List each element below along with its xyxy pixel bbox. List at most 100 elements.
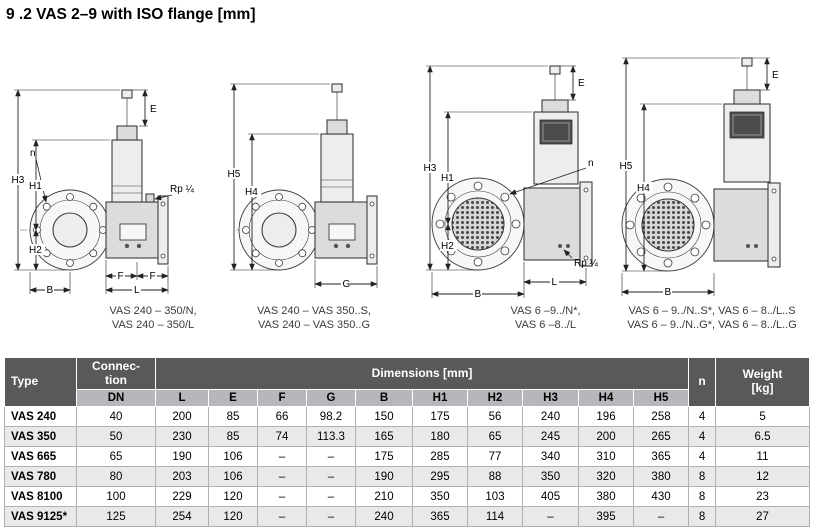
dim-label-e: E bbox=[578, 78, 585, 89]
cell-type: VAS 8100 bbox=[4, 486, 77, 507]
valve-graphic bbox=[431, 65, 593, 271]
subheader-e: E bbox=[208, 389, 258, 407]
dim-label-h3: H3 bbox=[12, 175, 25, 186]
valve-drawing-1: E n H3 H1 H2 Rp ¼ F F L B bbox=[10, 89, 195, 296]
cell-h3: 240 bbox=[522, 406, 579, 427]
cell-e: 85 bbox=[208, 426, 258, 447]
cell-n: 4 bbox=[688, 426, 717, 447]
subheader-g: G bbox=[306, 389, 356, 407]
cell-g: – bbox=[306, 446, 356, 467]
dim-label-h4: H4 bbox=[245, 187, 258, 198]
cell-dn: 65 bbox=[76, 446, 156, 467]
cell-type: VAS 665 bbox=[4, 446, 77, 467]
cell-f: – bbox=[257, 446, 307, 467]
table-header-row: Type Connec- tion Dimensions [mm] n Weig… bbox=[4, 357, 811, 407]
dim-label-b: B bbox=[475, 289, 482, 300]
subheader-h4: H4 bbox=[578, 389, 634, 407]
dimension-lines: H5 H4 G bbox=[226, 83, 378, 290]
header-dimensions: Dimensions [mm] bbox=[154, 357, 690, 390]
dimension-lines: E n H3 H1 H2 Rp ¼ L B bbox=[422, 65, 599, 300]
cell-b: 240 bbox=[355, 506, 413, 527]
caption-line: VAS 240 – 350/N, bbox=[109, 305, 197, 317]
table-row: VAS 780 80 203 106 – – 190 295 88 350 32… bbox=[4, 466, 811, 487]
dim-label-h1: H1 bbox=[441, 173, 454, 184]
cell-h4: 310 bbox=[578, 446, 634, 467]
dim-label-rp: Rp ¼ bbox=[574, 257, 599, 269]
cell-g: – bbox=[306, 506, 356, 527]
cell-h2: 103 bbox=[467, 486, 523, 507]
cell-type: VAS 9125* bbox=[4, 506, 77, 527]
dim-label-h5: H5 bbox=[620, 161, 633, 172]
figures-strip: E n H3 H1 H2 Rp ¼ F F L B VAS 240 – 350/… bbox=[0, 40, 813, 352]
cell-l: 190 bbox=[155, 446, 209, 467]
valve-graphic bbox=[20, 89, 169, 271]
cell-n: 8 bbox=[688, 466, 717, 487]
subheader-h5: H5 bbox=[632, 389, 690, 407]
cell-h4: 395 bbox=[578, 506, 634, 527]
subheader-b: B bbox=[355, 389, 413, 407]
cell-f: – bbox=[257, 466, 307, 487]
dim-label-e: E bbox=[772, 70, 779, 81]
cell-h2: 114 bbox=[467, 506, 523, 527]
table-row: VAS 240 40 200 85 66 98.2 150 175 56 240… bbox=[4, 406, 811, 427]
cell-e: 120 bbox=[208, 486, 258, 507]
caption-line: VAS 6 – 9../N..G*, VAS 6 – 8../L..G bbox=[627, 319, 797, 332]
page-title: 9 .2 VAS 2–9 with ISO flange [mm] bbox=[6, 6, 256, 23]
cell-h5: – bbox=[632, 506, 690, 527]
figure-vas6-9-nl: E n H3 H1 H2 Rp ¼ L B VAS 6 –9../N*, VAS… bbox=[420, 40, 615, 333]
dim-label-f1: F bbox=[118, 271, 124, 282]
cell-l: 203 bbox=[155, 466, 209, 487]
dim-label-n: n bbox=[30, 148, 36, 159]
dim-label-h4: H4 bbox=[637, 183, 650, 194]
cell-h5: 265 bbox=[632, 426, 690, 447]
cell-e: 106 bbox=[208, 446, 258, 467]
cell-h2: 65 bbox=[467, 426, 523, 447]
cell-n: 4 bbox=[688, 406, 717, 427]
cell-h4: 380 bbox=[578, 486, 634, 507]
cell-e: 85 bbox=[208, 406, 258, 427]
dimensions-table: Type Connec- tion Dimensions [mm] n Weig… bbox=[4, 357, 811, 527]
cell-dn: 40 bbox=[76, 406, 156, 427]
cell-type: VAS 240 bbox=[4, 406, 77, 427]
cell-b: 190 bbox=[355, 466, 413, 487]
table-subheader-row: DN L E F G B H1 H2 H3 H4 H5 bbox=[5, 389, 810, 407]
cell-g: – bbox=[306, 466, 356, 487]
cell-h5: 258 bbox=[632, 406, 690, 427]
cell-h2: 77 bbox=[467, 446, 523, 467]
cell-l: 230 bbox=[155, 426, 209, 447]
cell-dn: 100 bbox=[76, 486, 156, 507]
cell-b: 210 bbox=[355, 486, 413, 507]
cell-h1: 180 bbox=[412, 426, 468, 447]
dim-label-n: n bbox=[588, 158, 594, 169]
table-row: VAS 665 65 190 106 – – 175 285 77 340 31… bbox=[4, 446, 811, 467]
cell-h1: 350 bbox=[412, 486, 468, 507]
caption-line: VAS 240 – VAS 350..S, bbox=[257, 305, 371, 317]
figure-caption: VAS 6 – 9../N..S*, VAS 6 – 8../L..S VAS … bbox=[616, 304, 808, 333]
cell-f: 66 bbox=[257, 406, 307, 427]
dim-label-b: B bbox=[47, 285, 54, 296]
dim-label-h1: H1 bbox=[29, 181, 42, 192]
header-connection: Connec- tion bbox=[76, 357, 156, 390]
subheader-dn: DN bbox=[76, 389, 156, 407]
cell-weight: 5 bbox=[715, 406, 811, 427]
cell-b: 175 bbox=[355, 446, 413, 467]
cell-weight: 11 bbox=[715, 446, 811, 467]
cell-h1: 295 bbox=[412, 466, 468, 487]
table-row: VAS 8100 100 229 120 – – 210 350 103 405… bbox=[4, 486, 811, 507]
figure-caption: VAS 240 – VAS 350..S, VAS 240 – VAS 350.… bbox=[224, 304, 404, 333]
figure-vas6-9-sg: E H5 H4 B VAS 6 – 9../N..S*, VAS 6 – 8..… bbox=[616, 40, 808, 333]
caption-line: VAS 240 – 350/L bbox=[111, 319, 195, 332]
cell-h1: 365 bbox=[412, 506, 468, 527]
cell-dn: 50 bbox=[76, 426, 156, 447]
header-n: n bbox=[688, 357, 717, 407]
cell-type: VAS 780 bbox=[4, 466, 77, 487]
cell-l: 254 bbox=[155, 506, 209, 527]
cell-weight: 23 bbox=[715, 486, 811, 507]
dim-label-h5: H5 bbox=[228, 169, 241, 180]
cell-h3: 245 bbox=[522, 426, 579, 447]
cell-h3: 350 bbox=[522, 466, 579, 487]
valve-drawing-4: E H5 H4 B bbox=[618, 57, 781, 298]
header-weight: Weight [kg] bbox=[715, 357, 811, 407]
cell-type: VAS 350 bbox=[4, 426, 77, 447]
cell-weight: 6.5 bbox=[715, 426, 811, 447]
